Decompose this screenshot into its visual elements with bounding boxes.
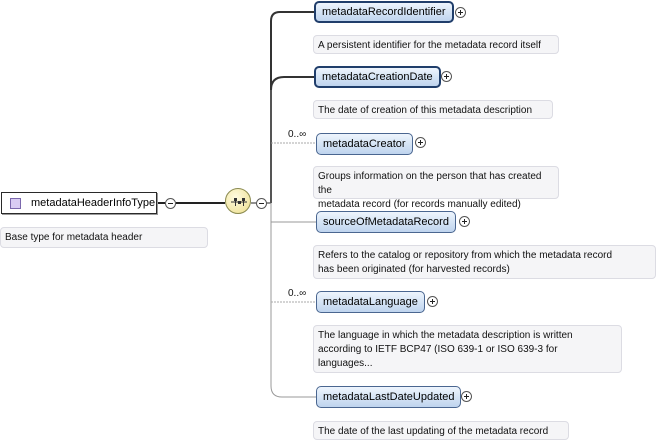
element-metadata-last-date-updated[interactable]: metadataLastDateUpdated <box>316 386 462 408</box>
collapse-sequence-icon[interactable] <box>256 198 267 209</box>
element-name: metadataCreator <box>323 138 406 150</box>
element-metadata-creator[interactable]: metadataCreator <box>316 133 413 155</box>
expand-source-of-metadata-record-icon[interactable] <box>459 216 470 227</box>
expand-metadata-record-identifier-icon[interactable] <box>455 7 466 18</box>
complex-type-icon <box>10 197 21 209</box>
element-name: sourceOfMetadataRecord <box>323 216 449 228</box>
expand-metadata-creation-date-icon[interactable] <box>441 71 452 82</box>
sequence-icon <box>231 198 247 206</box>
element-name: metadataRecordIdentifier <box>322 6 446 18</box>
multiplicity-label: 0..∞ <box>288 288 307 299</box>
metadata-record-identifier-description: A persistent identifier for the metadata… <box>313 35 559 54</box>
element-metadata-record-identifier[interactable]: metadataRecordIdentifier <box>314 1 454 23</box>
root-type-name: metadataHeaderInfoType <box>31 197 156 209</box>
multiplicity-label: 0..∞ <box>288 129 307 140</box>
root-description: Base type for metadata header <box>0 227 208 248</box>
expand-metadata-language-icon[interactable] <box>427 296 438 307</box>
expand-metadata-creator-icon[interactable] <box>415 137 426 148</box>
element-source-of-metadata-record[interactable]: sourceOfMetadataRecord <box>316 211 456 233</box>
element-name: metadataCreationDate <box>322 71 433 83</box>
collapse-root-icon[interactable] <box>165 198 176 209</box>
metadata-creation-date-description: The date of creation of this metadata de… <box>313 100 553 119</box>
element-metadata-language[interactable]: metadataLanguage <box>316 291 425 313</box>
metadata-last-date-updated-description: The date of the last updating of the met… <box>313 421 569 440</box>
metadata-language-description: The language in which the metadata descr… <box>313 325 622 373</box>
element-name: metadataLanguage <box>323 296 418 308</box>
metadata-creator-description: Groups information on the person that ha… <box>313 166 559 210</box>
sequence-compositor[interactable] <box>225 188 251 214</box>
root-type-box[interactable]: metadataHeaderInfoType <box>1 192 157 214</box>
element-name: metadataLastDateUpdated <box>323 391 455 403</box>
source-of-metadata-record-description: Refers to the catalog or repository from… <box>313 245 656 279</box>
element-metadata-creation-date[interactable]: metadataCreationDate <box>314 66 441 88</box>
expand-metadata-last-date-updated-icon[interactable] <box>461 391 472 402</box>
